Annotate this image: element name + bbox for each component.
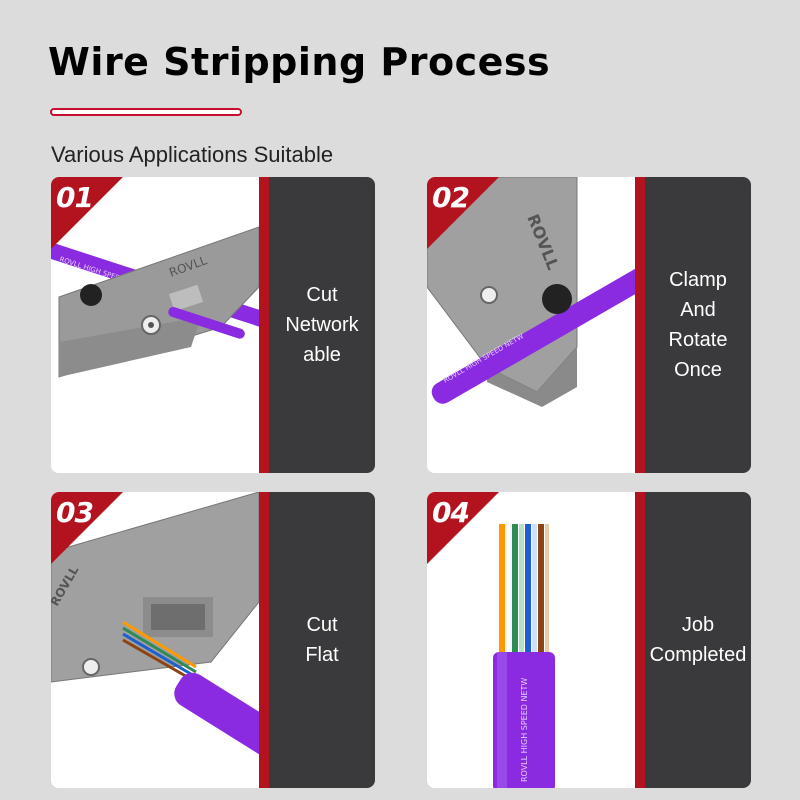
stripped-cable-photo: ROVLL HIGH SPEED NETW <box>427 492 635 788</box>
step-card-1: ROVLL HIGH SPEED NETW ROVLL 01 Cut Netwo… <box>51 177 375 473</box>
step-number-badge: 03 <box>51 492 131 572</box>
step-caption: Job Completed <box>649 614 747 666</box>
stripper-clamp-rotate-photo: ROVLL HIGH SPEED NETW ROVLL <box>427 177 635 473</box>
page-subtitle: Various Applications Suitable <box>51 142 334 167</box>
step-number-badge: 01 <box>51 177 131 257</box>
step-number: 04 <box>432 496 470 529</box>
step-card-3: ROVLL 03 Cut Flat <box>51 492 375 788</box>
twisted-pairs <box>122 620 197 684</box>
red-divider <box>635 492 645 788</box>
step-caption: Clamp And Rotate Once <box>668 269 728 381</box>
step-card-4: ROVLL HIGH SPEED NETW 04 Job Completed <box>427 492 751 788</box>
step-caption: Cut Flat <box>305 614 339 666</box>
caption-panel: Clamp And Rotate Once <box>645 177 751 473</box>
step-number: 01 <box>56 181 94 214</box>
page-title: Wire Stripping Process <box>48 40 551 84</box>
red-divider <box>259 492 269 788</box>
title-underline <box>50 108 242 116</box>
step-number-badge: 02 <box>427 177 507 257</box>
caption-panel: Cut Flat <box>269 492 375 788</box>
svg-text:ROVLL HIGH SPEED NETW: ROVLL HIGH SPEED NETW <box>520 678 529 782</box>
caption-panel: Cut Network able <box>269 177 375 473</box>
stripper-cut-cable-photo: ROVLL HIGH SPEED NETW ROVLL <box>51 177 259 473</box>
step-caption: Cut Network able <box>285 284 359 366</box>
step-card-2: ROVLL HIGH SPEED NETW ROVLL 02 Clamp And… <box>427 177 751 473</box>
caption-panel: Job Completed <box>645 492 751 788</box>
step-number-badge: 04 <box>427 492 507 572</box>
red-divider <box>259 177 269 473</box>
step-number: 02 <box>432 181 470 214</box>
step-number: 03 <box>56 496 94 529</box>
stripper-cut-flat-photo: ROVLL <box>51 492 259 788</box>
red-divider <box>635 177 645 473</box>
